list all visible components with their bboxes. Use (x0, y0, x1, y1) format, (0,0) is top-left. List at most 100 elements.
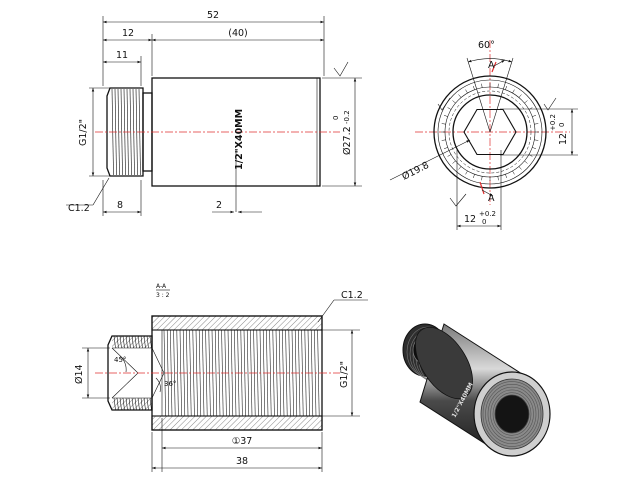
section-stub-thread-lines (113, 335, 152, 411)
surface-finish-symbol (543, 97, 557, 111)
serration-mark (452, 160, 456, 164)
stub-thread-line (131, 397, 134, 411)
stub-thread-line (137, 335, 140, 349)
dim-hex-width: 12 (464, 214, 476, 225)
section-thread-line (163, 329, 166, 417)
angle-arc (467, 58, 513, 63)
hex-outline (463, 108, 517, 156)
serration-mark (481, 176, 483, 181)
serration-mark (441, 123, 446, 125)
serration-mark (518, 94, 522, 98)
stub-thread-line (134, 397, 137, 411)
dim-inner-diameter: Ø14 (74, 364, 85, 384)
stub-thread-line (134, 335, 137, 349)
dim-bore-diameter: Ø19.8 (400, 160, 431, 183)
stub-thread-line (113, 397, 116, 411)
section-wall-top (151, 315, 323, 331)
chamfer-leader (92, 177, 110, 206)
dim-thread-step: 12 (122, 28, 134, 39)
end-angle-label: 60° (478, 40, 495, 51)
stub-thread-line (137, 397, 140, 411)
stub-thread-line (119, 335, 122, 349)
stub-thread-line (122, 397, 125, 411)
section-thread-line (218, 329, 221, 417)
dim-hex-width-tol-lower: 0 (482, 218, 486, 226)
section-chamfer-leader (317, 299, 335, 323)
angle-inner: 36° (164, 380, 176, 388)
stub-thread-line (119, 397, 122, 411)
section-thread-line (214, 329, 218, 417)
stub-thread-line (149, 335, 152, 349)
stub-thread-line (128, 397, 131, 411)
surface-finish-symbol (437, 97, 451, 111)
serration-mark (512, 89, 515, 94)
iso-body-back (415, 326, 473, 400)
section-thread-line (256, 329, 259, 417)
stub-thread-line (113, 335, 116, 349)
serration-mark (532, 147, 537, 150)
stub-thread-line (125, 397, 128, 411)
serration-mark (524, 100, 528, 104)
section-scale: 3 : 2 (156, 292, 170, 299)
serration-mark (472, 174, 475, 179)
iso-front-threads (482, 381, 542, 447)
serration-mark (534, 139, 539, 141)
dim-overall-length: 52 (207, 10, 219, 21)
dim-body-tol-upper: 0 (332, 116, 340, 120)
dim-hex-height-tol-lower: 0 (558, 123, 566, 127)
dim-hex-height: 12 (558, 133, 569, 145)
section-thread-line (243, 329, 246, 417)
stub-thread-line (128, 335, 131, 349)
serration-mark (458, 94, 462, 98)
serration-mark (534, 123, 539, 125)
side-chamfer-label: C1.2 (68, 203, 90, 214)
serration-mark (505, 85, 508, 90)
thread-crest-line (120, 88, 123, 176)
serration-mark (518, 166, 522, 170)
angle-arc-outer (119, 355, 127, 373)
serration-mark (447, 107, 452, 110)
stub-thread-line (143, 397, 146, 411)
end-hex-socket (441, 83, 539, 181)
section-thread-line (285, 329, 288, 417)
end-view: 60° A A 12 +0.2 0 12 +0.2 0 Ø19.8 (389, 40, 578, 230)
section-line-bottom (479, 181, 485, 195)
stub-thread-line (149, 397, 152, 411)
section-thread-designation: G1/2" (339, 361, 350, 388)
iso-thread-ring (485, 384, 539, 444)
serration-mark (481, 83, 483, 88)
iso-thread-ring (492, 392, 532, 436)
section-thread-line (246, 329, 250, 417)
section-thread-line (298, 329, 301, 417)
dim-body-diameter: Ø27.2 (342, 126, 353, 155)
serration-mark (512, 170, 515, 175)
stub-thread-line (116, 397, 119, 411)
serration-mark (452, 100, 456, 104)
section-label-top: A (488, 60, 495, 71)
thread-crest-line (117, 88, 120, 176)
iso-thread-ring (487, 386, 537, 442)
angle-leg-left (466, 57, 491, 133)
stub-thread-line (116, 335, 119, 349)
side-view: 1/2"X40MM 52 12 (40) 11 G1/2" C1.2 8 (66, 10, 362, 216)
section-view: A-A 3 : 2 Ø14 45° 36° C1.2 (74, 283, 368, 472)
dim-hex-height-tol-upper: +0.2 (549, 114, 557, 131)
dim-chamfer-width: 8 (117, 200, 123, 211)
end-bore-circle (452, 94, 528, 170)
stub-thread-line (143, 335, 146, 349)
serration-mark (524, 160, 528, 164)
section-thread-line (176, 329, 179, 417)
serration-mark (441, 139, 446, 141)
section-thread-line (288, 329, 291, 417)
angle-arc-inner (155, 377, 161, 393)
section-thread-line (205, 329, 208, 417)
surface-finish-symbol (449, 193, 467, 207)
iso-view: 1/2"X40MM (402, 323, 551, 457)
section-arrow-bottom (481, 189, 494, 197)
serration-mark (497, 176, 499, 181)
section-thread-line (317, 329, 320, 417)
serration-mark (532, 114, 537, 117)
stub-thread-line (131, 335, 134, 349)
iso-front-bore (494, 394, 530, 434)
